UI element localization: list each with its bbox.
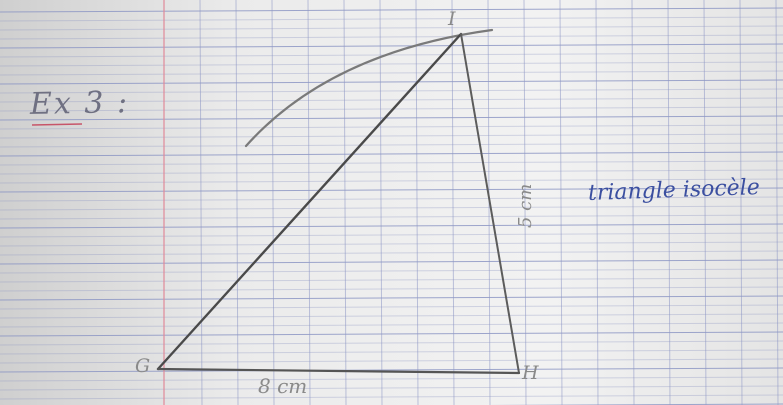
grid-line-major <box>0 223 783 229</box>
grid-line-minor <box>0 322 783 328</box>
grid-line-vertical <box>235 0 239 405</box>
grid-line-minor <box>0 286 783 292</box>
grid-line-minor <box>0 169 783 175</box>
grid-line-vertical <box>559 0 563 405</box>
grid-line-minor <box>0 106 783 112</box>
grid-line-minor <box>0 358 783 364</box>
side-gh <box>156 367 521 375</box>
grid-line-major <box>0 331 783 337</box>
compass-arc <box>244 28 494 148</box>
grid-line-minor <box>0 277 783 283</box>
grid-line-minor <box>0 241 783 247</box>
grid-line-minor <box>0 196 783 202</box>
grid-line-minor <box>0 97 783 103</box>
grid-line-vertical <box>523 0 527 405</box>
grid-line-major <box>0 151 783 157</box>
grid-line-minor <box>0 61 783 67</box>
grid-line-minor <box>0 16 783 22</box>
grid-line-vertical <box>703 0 707 405</box>
length-label-ih: 5 cm <box>515 183 536 228</box>
grid-line-minor <box>0 376 783 382</box>
grid-line-minor <box>0 304 783 310</box>
grid-line-minor <box>0 205 783 211</box>
grid-line-minor <box>0 385 783 391</box>
grid-line-vertical <box>343 0 347 405</box>
grid-line-major <box>0 43 783 49</box>
grid-line-minor <box>0 250 783 256</box>
exercise-title: Ex 3 : <box>29 85 130 122</box>
grid-line-major <box>0 367 783 373</box>
grid-line-vertical <box>631 0 635 405</box>
grid-line-major <box>0 115 783 121</box>
grid-line-minor <box>0 340 783 346</box>
grid-line-major <box>0 7 783 13</box>
grid-line-vertical <box>199 0 203 405</box>
grid-line-minor <box>0 88 783 94</box>
grid-line-vertical <box>379 0 383 405</box>
grid-line-minor <box>0 25 783 31</box>
grid-line-vertical <box>415 0 419 405</box>
grid-line-minor <box>0 160 783 166</box>
grid-line-vertical <box>451 0 455 405</box>
grid-line-minor <box>0 232 783 238</box>
length-label-gh: 8 cm <box>258 374 308 398</box>
grid-line-minor <box>0 52 783 58</box>
grid-line-major <box>0 259 783 265</box>
grid-line-minor <box>0 349 783 355</box>
grid-line-major <box>0 79 783 85</box>
grid-line-minor <box>0 214 783 220</box>
grid-line-minor <box>0 394 783 400</box>
grid-line-minor <box>0 133 783 139</box>
grid-line-minor <box>0 313 783 319</box>
grid-line-vertical <box>271 0 275 405</box>
grid-line-minor <box>0 178 783 184</box>
vertex-label-h: H <box>522 362 539 384</box>
grid-line-minor <box>0 142 783 148</box>
side-gi <box>156 32 463 371</box>
grid-line-minor <box>0 34 783 40</box>
grid-line-vertical <box>667 0 671 405</box>
grid-line-minor <box>0 124 783 130</box>
vertex-label-i: I <box>448 8 456 30</box>
vertex-label-g: G <box>135 355 151 377</box>
grid-line-vertical <box>739 0 743 405</box>
side-ih <box>460 33 520 374</box>
grid-line-minor <box>0 268 783 274</box>
grid-line-major <box>0 187 783 193</box>
grid-line-major <box>0 295 783 301</box>
grid-line-vertical <box>775 0 779 405</box>
grid-line-vertical <box>595 0 599 405</box>
underline-exercise <box>31 123 83 126</box>
grid-line-minor <box>0 70 783 76</box>
